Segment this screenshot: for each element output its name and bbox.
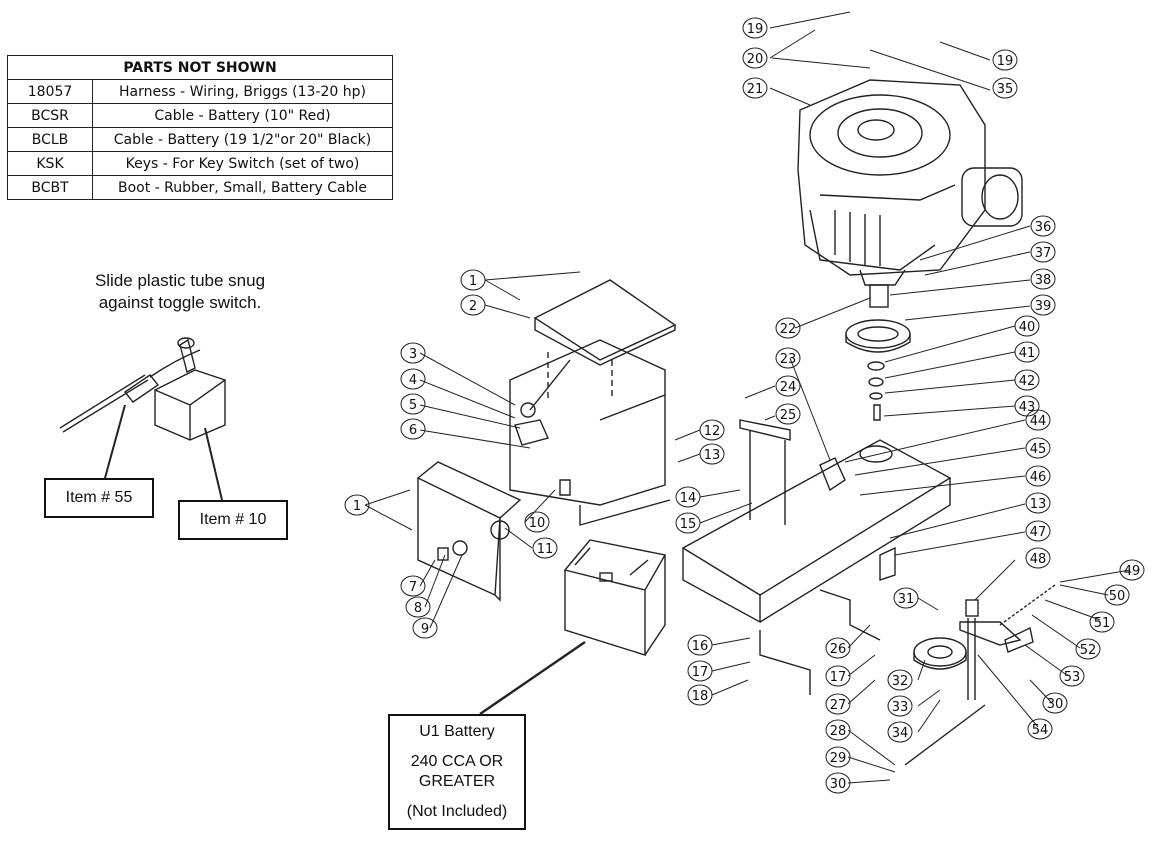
part-label: 4 <box>409 373 417 388</box>
item-55-box: Item # 55 <box>44 478 154 518</box>
part-label: 48 <box>1030 552 1047 567</box>
part-label: 30 <box>830 777 847 792</box>
part-label: 23 <box>780 352 797 367</box>
toggle-note-line1: Slide plastic tube snug <box>94 271 266 290</box>
part-label: 5 <box>409 398 417 413</box>
toggle-note: Slide plastic tube snug against toggle s… <box>60 270 300 314</box>
toggle-note-line2: against toggle switch. <box>98 293 262 312</box>
part-desc: Cable - Battery (19 1/2"or 20" Black) <box>92 127 393 152</box>
part-label: 37 <box>1035 246 1052 261</box>
part-code: KSK <box>7 151 93 176</box>
part-label: 29 <box>830 751 847 766</box>
part-label: 24 <box>780 380 797 395</box>
part-label: 39 <box>1035 299 1052 314</box>
part-label: 42 <box>1019 374 1036 389</box>
part-label: 52 <box>1080 643 1097 658</box>
part-label: 33 <box>892 700 909 715</box>
part-label: 41 <box>1019 346 1036 361</box>
battery-line3: GREATER <box>418 773 496 790</box>
part-label: 25 <box>780 408 797 423</box>
part-label: 13 <box>704 448 721 463</box>
part-label: 50 <box>1109 589 1126 604</box>
part-label: 26 <box>830 642 847 657</box>
part-desc: Boot - Rubber, Small, Battery Cable <box>92 175 393 200</box>
battery-line2: 240 CCA OR <box>410 753 504 770</box>
part-label: 34 <box>892 726 909 741</box>
part-label: 16 <box>692 639 709 654</box>
part-label: 30 <box>1047 697 1064 712</box>
toggle-switch-sketch <box>59 337 226 441</box>
part-label: 10 <box>529 516 546 531</box>
part-label: 20 <box>747 52 764 67</box>
part-label: 40 <box>1019 320 1036 335</box>
battery-line4: (Not Included) <box>406 803 508 820</box>
part-label: 45 <box>1030 442 1047 457</box>
part-label: 19 <box>747 22 764 37</box>
part-label: 11 <box>537 542 554 557</box>
battery-sketch <box>563 539 667 656</box>
part-label: 21 <box>747 82 764 97</box>
part-label: 17 <box>830 670 847 685</box>
part-desc: Keys - For Key Switch (set of two) <box>92 151 393 176</box>
part-label: 46 <box>1030 470 1047 485</box>
part-label: 15 <box>680 517 697 532</box>
item-55-label: Item # 55 <box>65 489 133 506</box>
part-label: 3 <box>409 347 417 362</box>
dash-console-sketch <box>509 279 677 526</box>
part-label: 27 <box>830 698 847 713</box>
parts-table-title: PARTS NOT SHOWN <box>7 55 393 80</box>
part-label: 12 <box>704 424 721 439</box>
part-label: 13 <box>1030 497 1047 512</box>
item-10-box: Item # 10 <box>178 500 288 540</box>
part-label: 47 <box>1030 525 1047 540</box>
part-label: 53 <box>1064 670 1081 685</box>
part-label: 49 <box>1124 564 1141 579</box>
part-label: 22 <box>780 322 797 337</box>
battery-line1: U1 Battery <box>419 723 495 740</box>
part-label: 8 <box>414 601 422 616</box>
switch-box-sketch <box>416 461 522 602</box>
part-label: 38 <box>1035 273 1052 288</box>
part-label: 17 <box>692 665 709 680</box>
part-label: 14 <box>680 491 697 506</box>
part-code: 18057 <box>7 79 93 104</box>
part-label: 9 <box>421 622 429 637</box>
part-label: 19 <box>997 54 1014 69</box>
item-10-label: Item # 10 <box>199 511 267 528</box>
part-label: 1 <box>353 499 361 514</box>
part-label: 51 <box>1094 616 1111 631</box>
part-label: 28 <box>830 724 847 739</box>
part-label: 44 <box>1030 414 1047 429</box>
battery-note-box: U1 Battery 240 CCA OR GREATER (Not Inclu… <box>388 714 526 830</box>
part-label: 31 <box>898 592 915 607</box>
part-label: 6 <box>409 423 417 438</box>
frame-plate-sketch <box>681 419 952 624</box>
part-label: 2 <box>469 299 477 314</box>
part-label: 32 <box>892 674 909 689</box>
part-label: 18 <box>692 689 709 704</box>
part-label: 43 <box>1019 400 1036 415</box>
part-label: 36 <box>1035 220 1052 235</box>
part-code: BCBT <box>7 175 93 200</box>
engine-sketch <box>797 79 1023 286</box>
part-label: 54 <box>1032 723 1049 738</box>
part-label: 7 <box>409 580 417 595</box>
part-label: 35 <box>997 82 1014 97</box>
part-code: BCSR <box>7 103 93 128</box>
part-label: 1 <box>469 274 477 289</box>
